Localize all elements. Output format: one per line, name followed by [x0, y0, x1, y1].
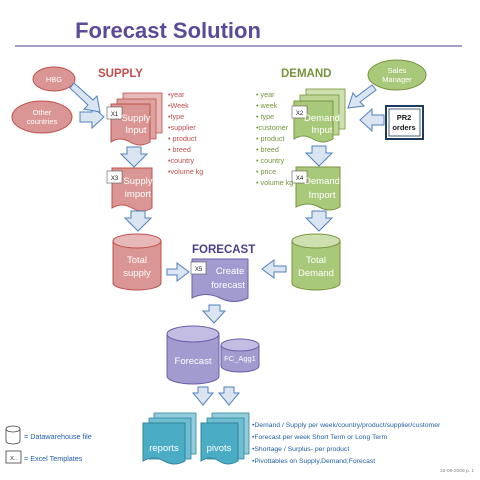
supply-import-template: X3 Supply import: [106, 167, 153, 212]
legend-template-key: X..: [10, 456, 17, 462]
note-line: •Pivottables on Supply,Demand,Forecast: [252, 458, 375, 465]
supply-field: •country: [168, 156, 194, 165]
create-forecast-tag: X5: [195, 267, 203, 273]
supply-input-line1: Supply: [121, 113, 150, 124]
supply-heading: SUPPLY: [98, 68, 143, 80]
supply-field: • breed: [168, 145, 191, 154]
demand-field-list: • year • week • type •customer • product…: [256, 90, 293, 187]
arrow-supply-input-to-import: [119, 146, 149, 168]
supply-import-line1: Supply: [123, 176, 152, 187]
forecast-database: Forecast: [166, 325, 220, 385]
note-line: •Shortage / Surplus- per product: [252, 446, 349, 453]
supply-input-tag: X1: [111, 112, 119, 118]
total-supply-database: Total supply: [112, 233, 162, 291]
page-title: Forecast Solution: [75, 18, 261, 43]
supply-field-list: •year •Week •type •supplier • product • …: [168, 90, 203, 176]
source-other-line1: Other: [33, 108, 52, 117]
supply-import-line2: import: [125, 189, 152, 200]
total-supply-line2: supply: [123, 268, 151, 279]
source-pr2-line1: PR2: [397, 113, 412, 122]
forecast-heading: FORECAST: [192, 244, 255, 256]
total-supply-line1: Total: [127, 255, 147, 266]
reports-label: reports: [149, 443, 179, 454]
arrow-pr2-to-demand-input: [359, 107, 385, 133]
demand-field: • product: [256, 134, 285, 143]
supply-field: •supplier: [168, 123, 196, 132]
arrow-supply-import-to-total: [123, 210, 153, 232]
legend-template-label: = Excel Templates: [24, 454, 83, 463]
arrow-sales-to-demand-input: [347, 84, 377, 109]
arrow-total-supply-to-forecast: [166, 262, 190, 282]
create-forecast-line2: forecast: [211, 280, 245, 291]
source-pr2-line2: orders: [392, 123, 415, 132]
demand-heading: DEMAND: [281, 68, 331, 80]
total-demand-line1: Total: [306, 255, 326, 266]
demand-import-line1: Demand: [304, 176, 340, 187]
demand-input-tag: X2: [296, 111, 304, 117]
note-line: •Demand / Supply per week/country/produc…: [252, 422, 441, 429]
source-other-countries: Other countries: [11, 100, 73, 134]
demand-import-template: X4 Demand Import: [291, 166, 341, 211]
demand-input-line2: Input: [311, 125, 332, 136]
arrow-forecast-to-pivots: [217, 386, 241, 406]
source-sales-line2: Manager: [382, 75, 412, 84]
demand-field: • country: [256, 156, 284, 165]
source-sales-line1: Sales: [388, 66, 407, 75]
demand-field: • year: [256, 90, 275, 99]
total-demand-database: Total Demand: [291, 233, 341, 291]
supply-field: • product: [168, 134, 197, 143]
demand-import-tag: X4: [296, 176, 304, 182]
pivots-label: pivots: [207, 443, 232, 454]
fc-agg-label: FC_Agg1: [224, 354, 256, 363]
arrow-demand-input-to-import: [304, 145, 334, 167]
page-footer: 22-05-2009 p. 1: [440, 468, 474, 474]
arrow-hbg-to-supply-input: [69, 82, 101, 113]
source-pr2-orders: PR2 orders: [385, 105, 424, 140]
demand-field: • type: [256, 112, 274, 121]
demand-field: • volume kg: [256, 178, 293, 187]
supply-field: •type: [168, 112, 184, 121]
arrow-create-forecast-to-db: [201, 304, 227, 324]
demand-input-template: X2 Demand Input: [291, 88, 346, 143]
legend-database-icon: [5, 425, 21, 445]
create-forecast-template: X5 Create forecast: [190, 258, 249, 302]
arrow-forecast-to-reports: [191, 386, 215, 406]
arrow-demand-import-to-total: [304, 210, 334, 232]
demand-field: •customer: [256, 123, 289, 132]
arrow-total-demand-to-forecast: [261, 259, 287, 279]
legend: = Datawarehouse file X.. = Excel Templat…: [5, 425, 92, 464]
supply-field: •year: [168, 90, 185, 99]
supply-field: •volume kg: [168, 167, 203, 176]
create-forecast-line1: Create: [216, 266, 245, 277]
supply-import-tag: X3: [111, 176, 119, 182]
forecast-db-label: Forecast: [175, 356, 212, 367]
demand-field: • price: [256, 167, 276, 176]
supply-input-template: X1 Supply Input: [106, 92, 163, 146]
total-demand-line2: Demand: [298, 268, 334, 279]
note-line: •Forecast per week Short Term or Long Te…: [252, 434, 387, 441]
source-other-line2: countries: [27, 117, 58, 126]
source-hbg: HBG: [32, 66, 76, 92]
reports-output: reports: [142, 412, 197, 465]
supply-input-line2: Input: [125, 125, 146, 136]
pivots-output: pivots: [200, 412, 250, 465]
output-notes: •Demand / Supply per week/country/produc…: [252, 422, 441, 465]
legend-template-icon: [5, 450, 22, 464]
fc-agg-database: FC_Agg1: [220, 338, 260, 373]
demand-input-line1: Demand: [304, 113, 340, 124]
demand-import-line2: Import: [309, 190, 336, 201]
demand-field: • week: [256, 101, 278, 110]
supply-field: •Week: [168, 101, 189, 110]
source-sales-manager: Sales Manager: [367, 59, 427, 91]
source-hbg-label: HBG: [46, 75, 62, 84]
demand-field: • breed: [256, 145, 279, 154]
legend-database-label: = Datawarehouse file: [24, 432, 92, 441]
